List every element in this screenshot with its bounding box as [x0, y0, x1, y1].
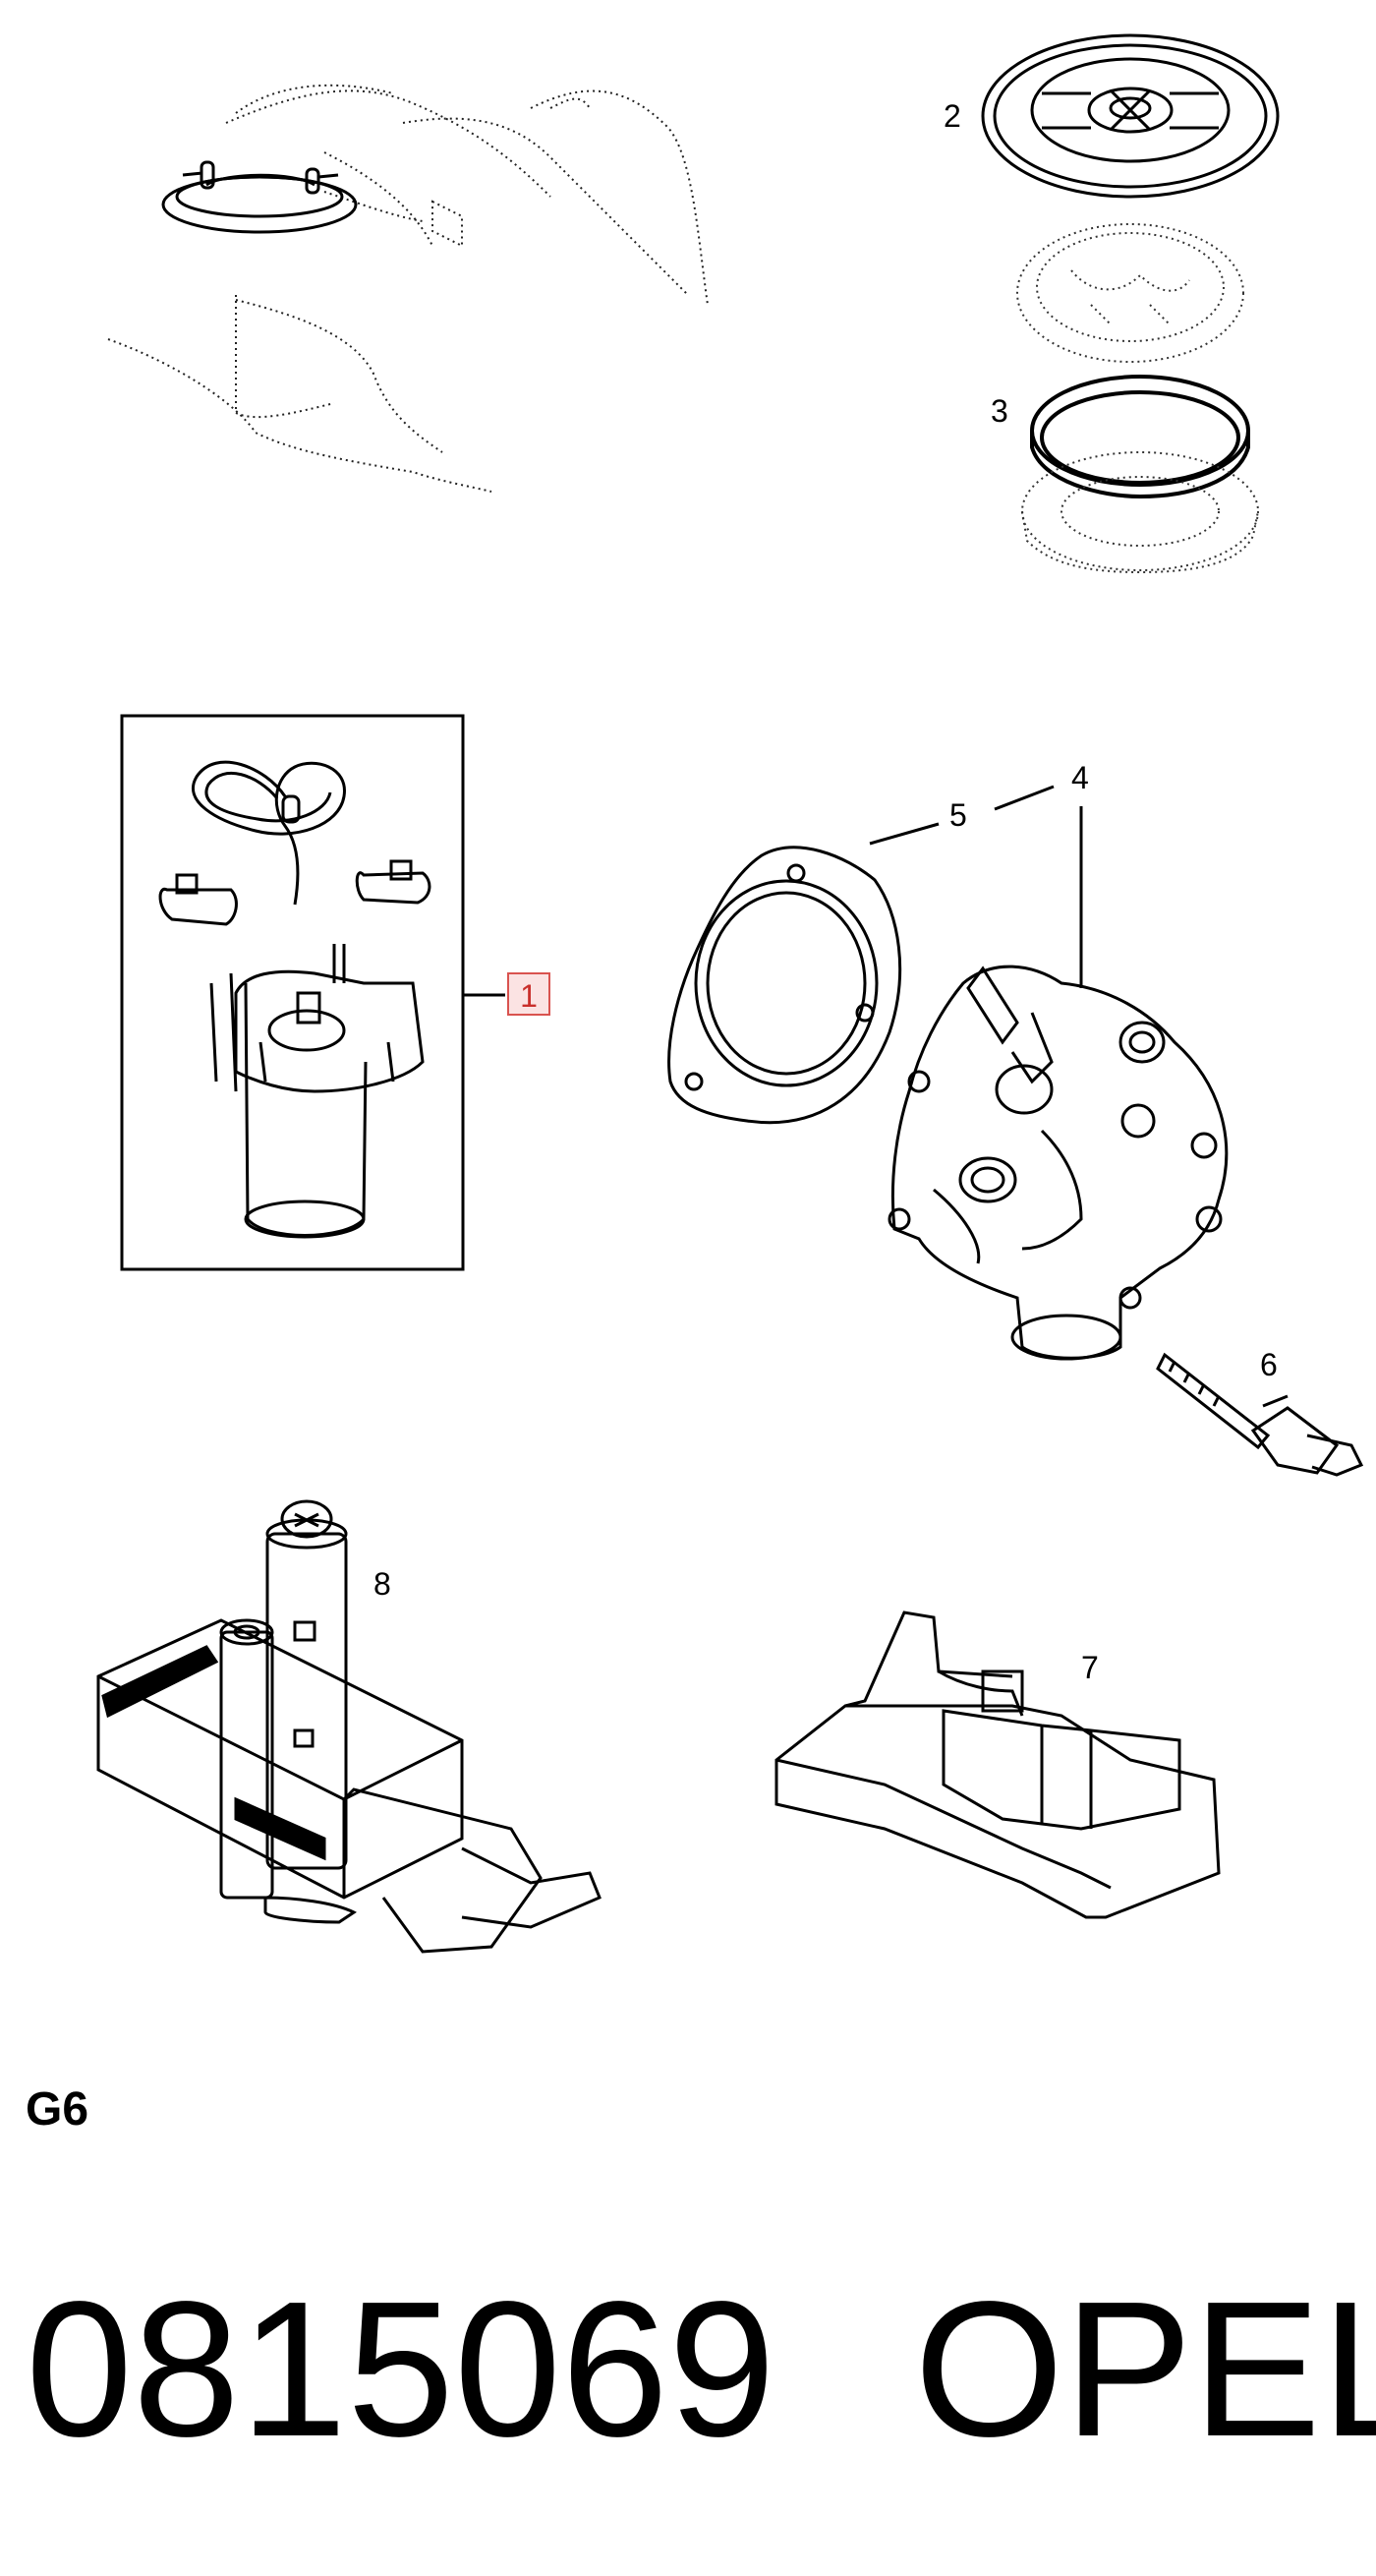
sealant-kit-part [96, 1499, 602, 1954]
callout-3: 3 [991, 393, 1008, 429]
filter-element-dotted [1016, 223, 1244, 363]
callout-2: 2 [944, 98, 961, 134]
callout-1-highlighted[interactable]: 1 [507, 972, 550, 1016]
callout-4: 4 [1071, 760, 1089, 795]
part-number: 0815069 [26, 2261, 776, 2477]
cap-part [981, 33, 1280, 199]
callout-5: 5 [949, 797, 967, 833]
callout-7: 7 [1081, 1650, 1099, 1685]
part-1-illustration [158, 760, 431, 1239]
callout-6: 6 [1260, 1347, 1278, 1382]
bracket-part [774, 1610, 1221, 1919]
gasket-part [667, 822, 940, 1125]
section-code: G6 [26, 2083, 89, 2136]
housing-dotted [1021, 451, 1259, 574]
pump-housing-part [888, 785, 1229, 1361]
installation-illustration [107, 84, 709, 493]
brand-name: OPEL [914, 2261, 1376, 2477]
bolt-part [1156, 1352, 1364, 1477]
callout-8: 8 [373, 1566, 391, 1602]
part-1-frame [120, 714, 505, 1271]
vent-cover-part [161, 160, 358, 234]
seal-ring-part [1030, 375, 1250, 499]
